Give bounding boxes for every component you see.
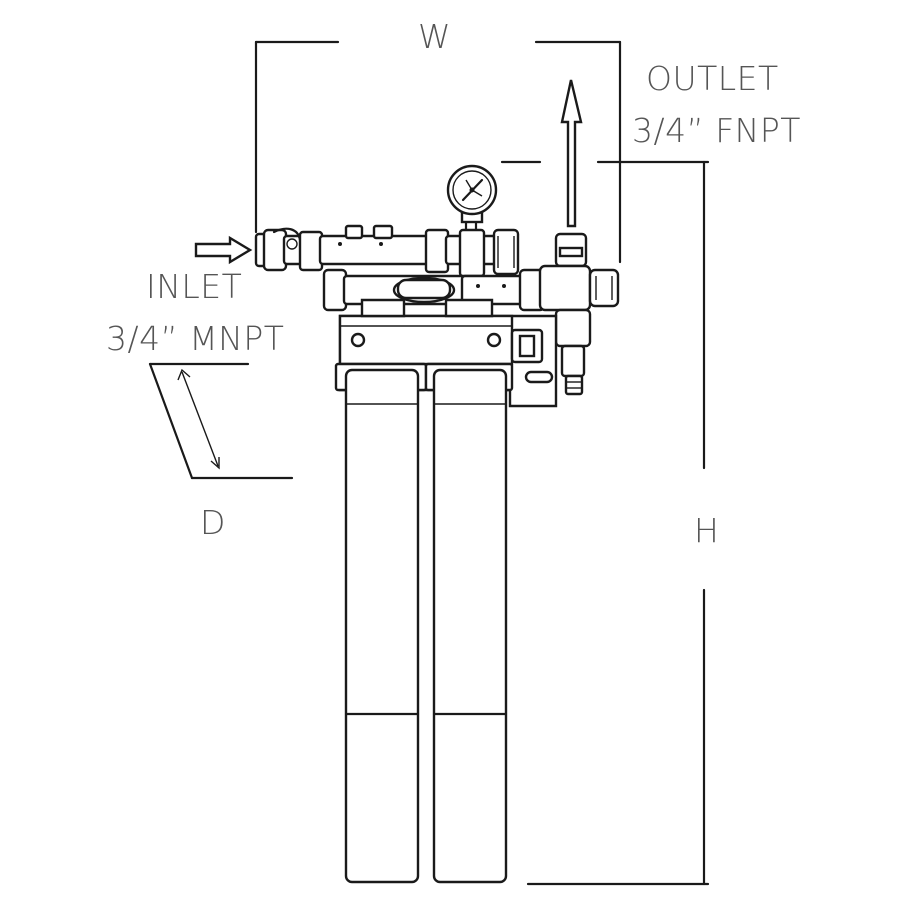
pressure-gauge-icon — [446, 164, 498, 234]
height-label: H — [694, 511, 720, 550]
filter-cartridge-right — [432, 368, 508, 884]
outlet-size: 3/4” FNPT — [632, 111, 801, 150]
outlet-valve-icon — [538, 232, 620, 396]
width-label: W — [418, 17, 452, 56]
filter-cartridge-left — [344, 368, 420, 884]
inlet-fitting-icon — [254, 227, 324, 272]
outlet-flow-arrow — [560, 79, 583, 228]
outlet-title: OUTLET — [646, 59, 779, 98]
depth-label: D — [200, 503, 226, 542]
width-dimension — [254, 40, 622, 264]
depth-dimension — [148, 362, 294, 480]
inlet-size: 3/4” MNPT — [106, 319, 285, 358]
inlet-flow-arrow — [194, 235, 253, 265]
height-dimension — [500, 160, 710, 886]
inlet-title: INLET — [146, 267, 243, 306]
middle-manifold — [322, 268, 546, 312]
manifold-pipe — [318, 224, 520, 278]
